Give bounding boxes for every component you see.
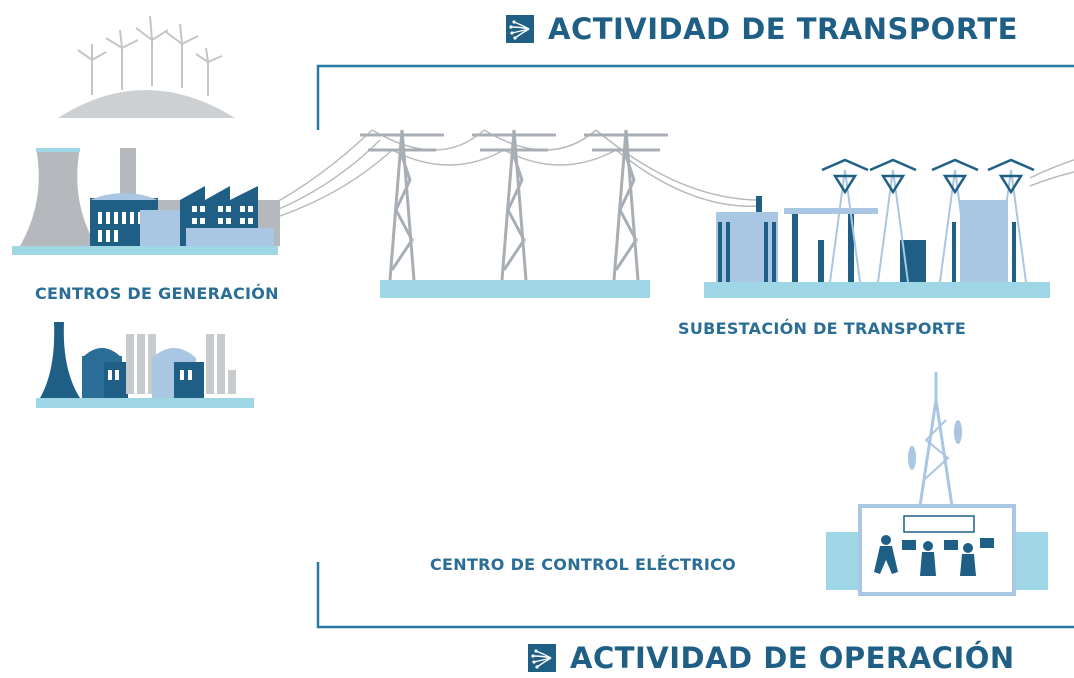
thermal-plant-icon — [12, 148, 280, 255]
substation-icon — [704, 158, 1050, 298]
operation-bracket — [316, 562, 1074, 629]
communication-tower-icon — [908, 372, 962, 507]
operation-activity-heading: ACTIVIDAD DE OPERACIÓN — [528, 641, 1015, 675]
transport-activity-heading: ACTIVIDAD DE TRANSPORTE — [506, 12, 1018, 46]
transport-bracket — [316, 64, 1074, 130]
transmission-towers-icon — [360, 129, 668, 298]
generation-centers-label: CENTROS DE GENERACIÓN — [35, 284, 279, 303]
brand-logo-icon — [506, 15, 534, 43]
control-center-icon — [826, 504, 1048, 596]
transport-substation-label: SUBESTACIÓN DE TRANSPORTE — [678, 319, 967, 338]
brand-logo-icon — [528, 644, 556, 672]
control-center-label: CENTRO DE CONTROL ELÉCTRICO — [430, 555, 737, 574]
power-plant-icon — [36, 322, 254, 408]
operation-activity-title: ACTIVIDAD DE OPERACIÓN — [570, 641, 1015, 675]
wind-farm-icon — [58, 15, 235, 118]
transport-activity-title: ACTIVIDAD DE TRANSPORTE — [548, 12, 1018, 46]
